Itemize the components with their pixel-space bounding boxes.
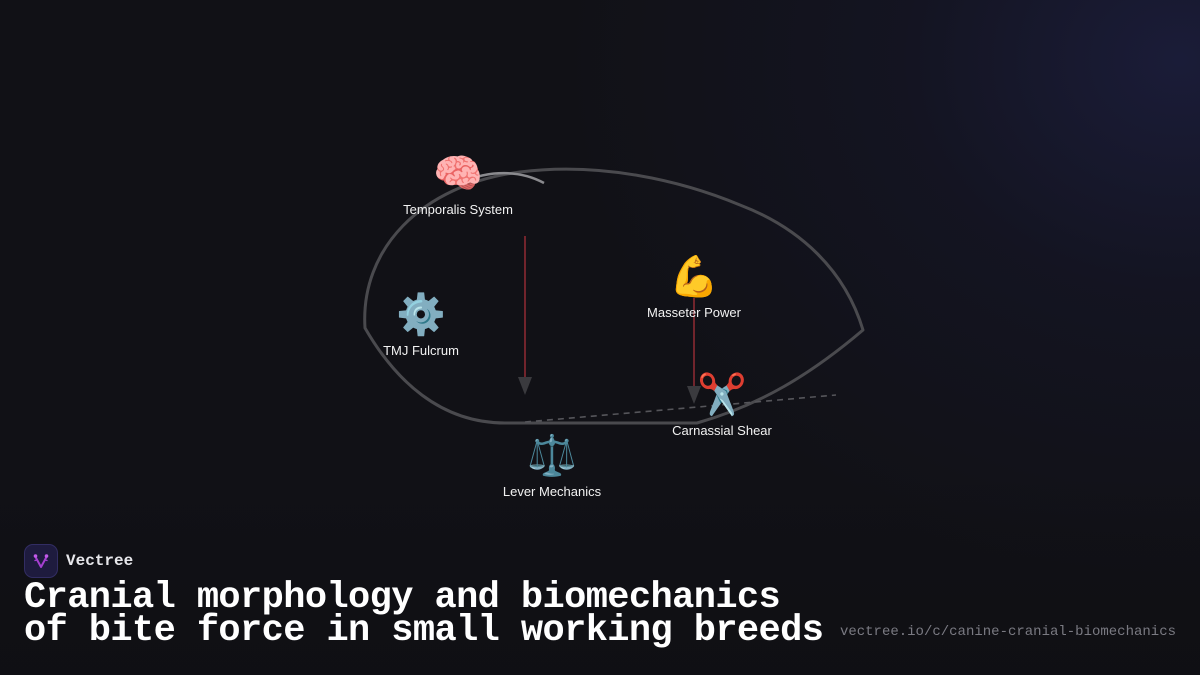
node-label: Lever Mechanics bbox=[502, 484, 602, 499]
node-masseter-power[interactable]: 💪 Masseter Power bbox=[647, 253, 741, 320]
source-url-link[interactable]: vectree.io/c/canine-cranial-biomechanics bbox=[839, 624, 1176, 640]
brand-name: Vectree bbox=[66, 552, 134, 570]
brand: Vectree bbox=[24, 544, 133, 578]
title-line-1: Cranial morphology and biomechanics bbox=[24, 577, 781, 619]
vectree-logo-icon bbox=[24, 544, 58, 578]
node-tmj-fulcrum[interactable]: ⚙️ TMJ Fulcrum bbox=[383, 291, 459, 358]
node-label: Masseter Power bbox=[647, 305, 741, 320]
gear-icon: ⚙️ bbox=[396, 292, 446, 338]
node-label: TMJ Fulcrum bbox=[383, 343, 459, 358]
scissors-icon: ✂️ bbox=[697, 372, 747, 418]
balance-scale-icon: ⚖️ bbox=[527, 433, 577, 479]
node-lever-mechanics[interactable]: ⚖️ Lever Mechanics bbox=[503, 432, 601, 499]
skull-outline bbox=[363, 167, 865, 425]
title-line-2: of bite force in small working breeds bbox=[24, 610, 824, 652]
brain-icon: 🧠 bbox=[433, 151, 483, 197]
node-temporalis-system[interactable]: 🧠 Temporalis System bbox=[403, 150, 513, 217]
node-label: Temporalis System bbox=[403, 202, 513, 217]
node-label: Carnassial Shear bbox=[672, 423, 772, 438]
arrow-head-icon bbox=[687, 386, 701, 404]
arrow-head-icon bbox=[518, 377, 532, 395]
page-title: Cranial morphology and biomechanics of b… bbox=[24, 577, 824, 652]
flexed-biceps-icon: 💪 bbox=[669, 254, 719, 300]
node-carnassial-shear[interactable]: ✂️ Carnassial Shear bbox=[672, 371, 772, 438]
temporalis-muscle-arc bbox=[461, 171, 545, 185]
occlusal-plane-line bbox=[524, 394, 837, 423]
